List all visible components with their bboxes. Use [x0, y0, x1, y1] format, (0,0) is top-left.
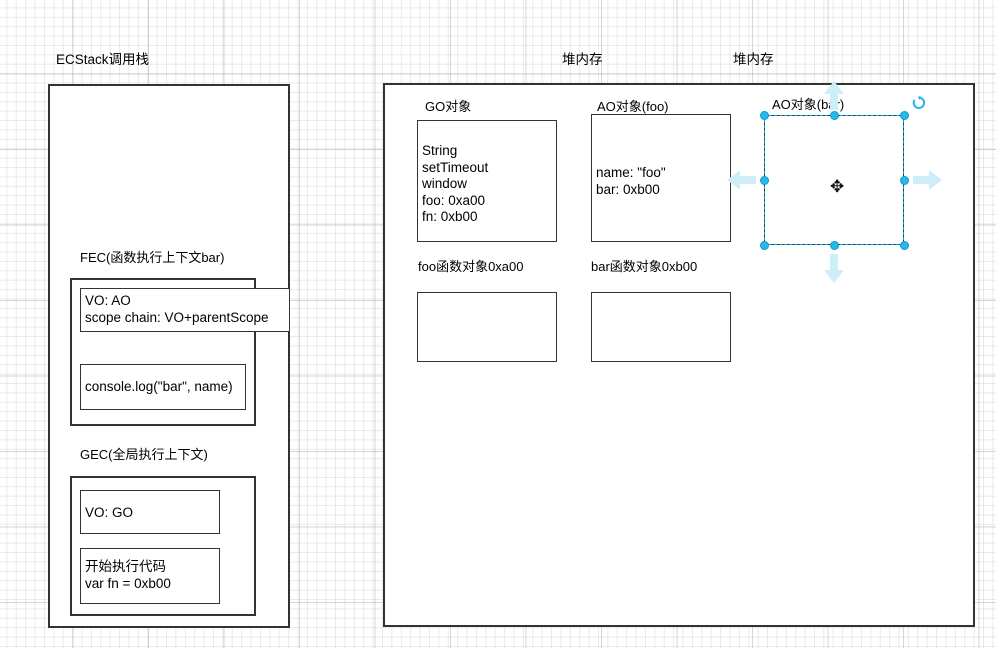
fec-vo-box[interactable]: VO: AO scope chain: VO+parentScope: [80, 288, 290, 332]
move-cursor-icon: ✥: [830, 177, 845, 196]
ao-foo-body: name: "foo" bar: 0xb00: [596, 165, 666, 197]
fec-code-box[interactable]: console.log("bar", name): [80, 364, 246, 410]
go-object-body: String setTimeout window foo: 0xa00 fn: …: [422, 143, 489, 224]
gec-code-text: 开始执行代码 var fn = 0xb00: [85, 559, 171, 591]
heap-title-left: 堆内存: [562, 52, 603, 67]
resize-handle-top-right[interactable]: [899, 110, 909, 120]
gec-code-box[interactable]: 开始执行代码 var fn = 0xb00: [80, 548, 220, 604]
resize-handle-bottom-right[interactable]: [899, 240, 909, 250]
ao-foo-box[interactable]: name: "foo" bar: 0xb00: [591, 114, 731, 242]
heap-title-right: 堆内存: [733, 52, 774, 67]
bar-fn-object-box[interactable]: [591, 292, 731, 362]
ao-foo-title: AO对象(foo): [597, 99, 669, 114]
go-object-box[interactable]: String setTimeout window foo: 0xa00 fn: …: [417, 120, 557, 242]
resize-handle-bottom-left[interactable]: [759, 240, 769, 250]
resize-handle-top-left[interactable]: [759, 110, 769, 120]
resize-handle-top-center[interactable]: [829, 110, 839, 120]
fec-title: FEC(函数执行上下文bar): [80, 250, 225, 265]
foo-fn-object-title: foo函数对象0xa00: [418, 259, 524, 274]
resize-handle-bottom-center[interactable]: [829, 240, 839, 250]
fec-code-text: console.log("bar", name): [85, 379, 233, 394]
gec-title: GEC(全局执行上下文): [80, 447, 208, 462]
foo-fn-object-box[interactable]: [417, 292, 557, 362]
go-object-title: GO对象: [425, 99, 472, 114]
fec-vo-text: VO: AO scope chain: VO+parentScope: [85, 293, 269, 325]
gec-vo-box[interactable]: VO: GO: [80, 490, 220, 534]
rotate-handle-icon[interactable]: [911, 95, 927, 116]
resize-handle-middle-right[interactable]: [899, 175, 909, 185]
gec-vo-text: VO: GO: [85, 505, 134, 520]
resize-handle-middle-left[interactable]: [759, 175, 769, 185]
bar-fn-object-title: bar函数对象0xb00: [591, 259, 698, 274]
stack-panel-title: ECStack调用栈: [56, 52, 150, 67]
